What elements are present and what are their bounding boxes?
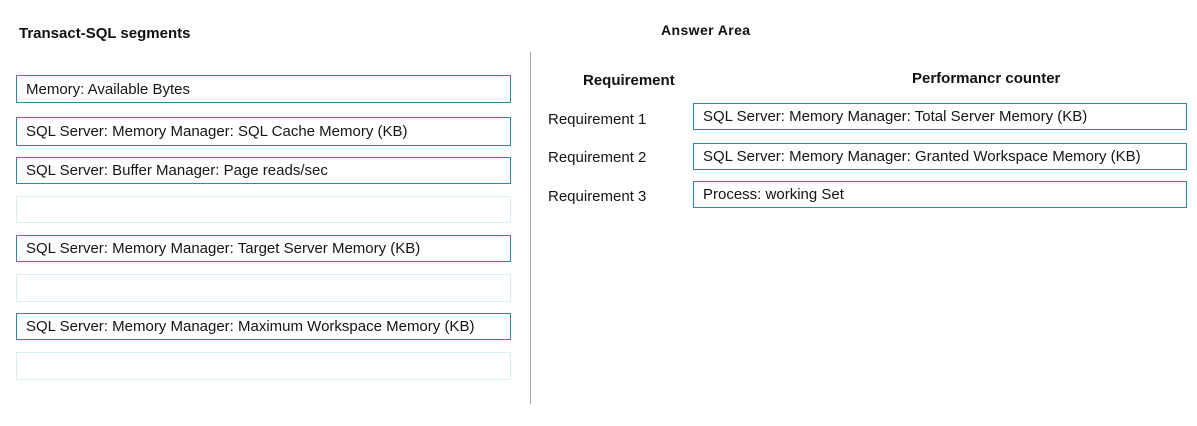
requirement-label: Requirement 2 (548, 149, 647, 166)
requirement-label: Requirement 3 (548, 188, 647, 205)
requirement-header: Requirement (583, 72, 675, 89)
segment-item[interactable]: SQL Server: Buffer Manager: Page reads/s… (16, 157, 511, 184)
segment-slot-empty[interactable] (16, 274, 511, 302)
segments-title: Transact-SQL segments (19, 25, 191, 42)
segment-slot-empty[interactable] (16, 196, 511, 223)
requirement-label: Requirement 1 (548, 111, 647, 128)
answer-area-title: Answer Area (661, 22, 751, 38)
segment-item[interactable]: SQL Server: Memory Manager: Maximum Work… (16, 313, 511, 340)
answer-slot-2[interactable]: SQL Server: Memory Manager: Granted Work… (693, 143, 1187, 170)
segment-item[interactable]: SQL Server: Memory Manager: Target Serve… (16, 235, 511, 262)
answer-slot-1[interactable]: SQL Server: Memory Manager: Total Server… (693, 103, 1187, 130)
segment-slot-empty[interactable] (16, 352, 511, 380)
performance-counter-header: Performancr counter (912, 70, 1061, 87)
column-divider (530, 52, 531, 404)
segment-item[interactable]: Memory: Available Bytes (16, 75, 511, 103)
segment-item[interactable]: SQL Server: Memory Manager: SQL Cache Me… (16, 117, 511, 146)
answer-slot-3[interactable]: Process: working Set (693, 181, 1187, 208)
